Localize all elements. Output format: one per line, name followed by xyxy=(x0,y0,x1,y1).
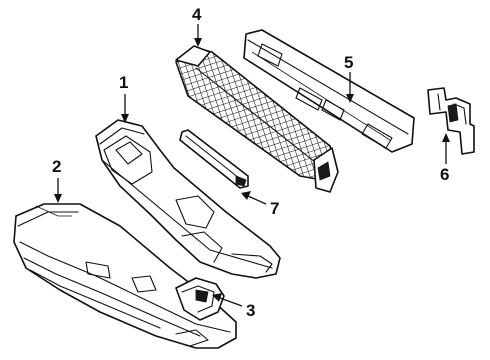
callout-1: 1 xyxy=(119,73,128,92)
callout-7: 7 xyxy=(270,199,279,218)
trim-strip-part xyxy=(179,129,249,189)
callout-5: 5 xyxy=(344,53,353,72)
callout-3: 3 xyxy=(246,301,255,320)
leader-7 xyxy=(247,195,267,205)
energy-absorber-part xyxy=(175,45,339,193)
leader-3 xyxy=(219,297,243,307)
leader-lines xyxy=(54,24,450,307)
lower-bumper-cover-part xyxy=(13,203,237,349)
bracket-part xyxy=(427,87,475,155)
callout-6: 6 xyxy=(440,165,449,184)
callout-labels: 1 2 3 4 5 6 7 xyxy=(52,5,449,320)
impact-bar-part xyxy=(243,29,415,153)
callout-2: 2 xyxy=(52,157,61,176)
lower-support-part xyxy=(175,277,225,321)
callout-4: 4 xyxy=(192,5,202,24)
bumper-fascia-part xyxy=(95,119,281,279)
